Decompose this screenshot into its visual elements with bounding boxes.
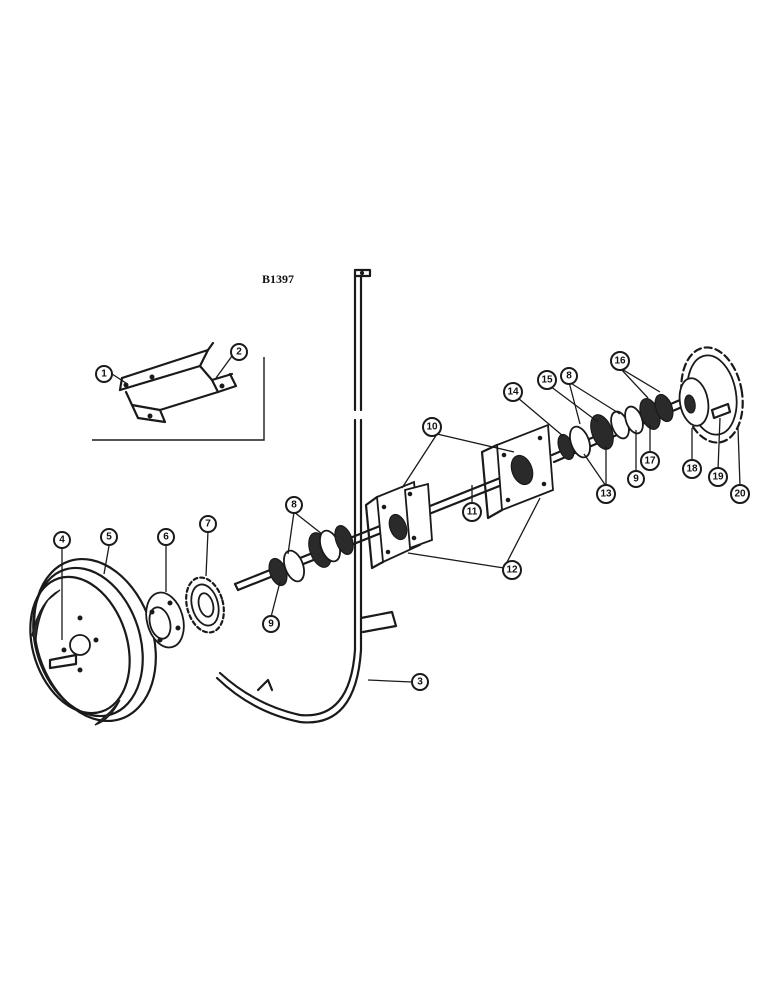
callout-3: 3 — [411, 673, 429, 691]
callout-2: 2 — [230, 343, 248, 361]
callout-8-right: 8 — [560, 367, 578, 385]
svg-text:20: 20 — [734, 489, 746, 500]
svg-text:19: 19 — [712, 472, 724, 483]
svg-text:7: 7 — [205, 519, 211, 530]
pulley-part-5 — [29, 557, 157, 726]
svg-text:14: 14 — [507, 387, 519, 398]
inset-frame — [92, 357, 265, 441]
bearing-flange-right — [480, 423, 554, 520]
callout-16: 16 — [610, 351, 630, 371]
left-collars — [268, 525, 354, 587]
callout-7: 7 — [199, 515, 217, 533]
svg-text:3: 3 — [417, 677, 423, 688]
svg-text:1: 1 — [101, 369, 107, 380]
hub-part-6 — [145, 591, 185, 649]
svg-text:11: 11 — [467, 507, 478, 518]
callout-19: 19 — [708, 467, 728, 487]
svg-text:17: 17 — [644, 456, 656, 467]
sprocket-part-7 — [185, 576, 225, 634]
svg-text:18: 18 — [686, 464, 698, 475]
callout-14: 14 — [503, 382, 523, 402]
inset-bracket-group — [92, 341, 265, 441]
drive-sprocket-part-20 — [678, 346, 744, 444]
reference-code: B1397 — [262, 272, 294, 286]
svg-text:12: 12 — [506, 565, 518, 576]
callout-10: 10 — [422, 417, 442, 437]
svg-text:16: 16 — [614, 356, 626, 367]
right-collars — [550, 393, 684, 464]
callouts: 1 2 3 4 5 6 7 8 9 10 11 12 14 15 8 16 13… — [53, 343, 750, 691]
svg-text:2: 2 — [236, 347, 242, 358]
callout-18: 18 — [682, 459, 702, 479]
svg-text:5: 5 — [106, 532, 112, 543]
key-part-4 — [48, 653, 78, 670]
callout-13: 13 — [596, 484, 616, 504]
svg-text:8: 8 — [566, 371, 572, 382]
strap-hanger-part-3 — [215, 268, 398, 724]
callout-20: 20 — [730, 484, 750, 504]
svg-text:9: 9 — [268, 619, 274, 630]
callout-6: 6 — [157, 528, 175, 546]
bracket-part-2 — [124, 364, 238, 424]
callout-9-left: 9 — [262, 615, 280, 633]
bearing-flange-left — [364, 480, 433, 570]
svg-text:6: 6 — [163, 532, 169, 543]
callout-4: 4 — [53, 531, 71, 549]
svg-text:4: 4 — [59, 535, 65, 546]
leader-lines — [61, 355, 741, 683]
key-part-19 — [710, 402, 732, 420]
svg-text:8: 8 — [291, 500, 297, 511]
callout-9-right: 9 — [627, 470, 645, 488]
callout-5: 5 — [100, 528, 118, 546]
svg-text:15: 15 — [541, 375, 553, 386]
callout-17: 17 — [640, 451, 660, 471]
callout-12: 12 — [502, 560, 522, 580]
callout-1: 1 — [95, 365, 113, 383]
svg-text:10: 10 — [426, 422, 438, 433]
svg-text:9: 9 — [633, 474, 639, 485]
callout-8-left: 8 — [285, 496, 303, 514]
callout-15: 15 — [537, 370, 557, 390]
svg-text:13: 13 — [600, 489, 612, 500]
callout-11: 11 — [462, 502, 482, 522]
